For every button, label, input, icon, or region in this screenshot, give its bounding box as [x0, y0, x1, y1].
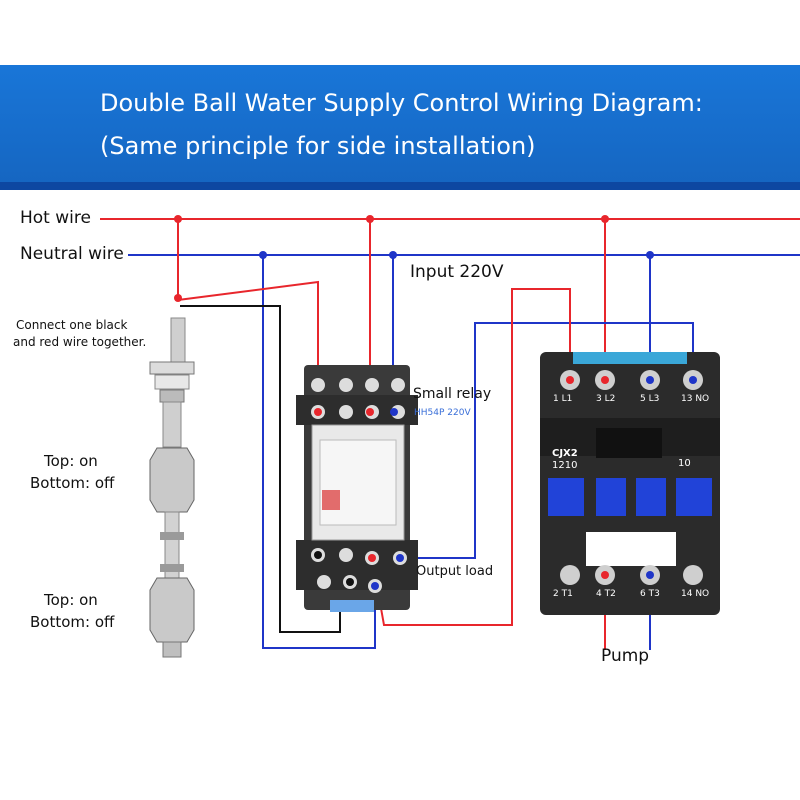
- relay-model-label: HH54P 220V: [414, 408, 471, 418]
- output-neutral-wire: [400, 322, 694, 559]
- relay-terminal-dots: [314, 408, 404, 590]
- float-red-wire: [177, 280, 319, 412]
- contactor-top-terminal: 1 L1: [553, 394, 573, 404]
- neutral-drop-relay: [262, 255, 376, 649]
- hot-wire-label: Hot wire: [20, 208, 91, 228]
- relay-terminals: [311, 378, 407, 593]
- neutral-wire-label: Neutral wire: [20, 244, 124, 264]
- contactor-bottom-terminal: 4 T2: [596, 589, 616, 599]
- contactor-bottom-terminal: 2 T1: [553, 589, 573, 599]
- contactor-bottom-terminal: 6 T3: [640, 589, 660, 599]
- connect-note-line1: Connect one black: [16, 318, 128, 332]
- diagram-title: Double Ball Water Supply Control Wiring …: [100, 89, 703, 117]
- output-load-label: Output load: [416, 564, 494, 579]
- contactor-top-terminal: 3 L2: [596, 394, 616, 404]
- connect-note-line2: and red wire together.: [13, 335, 147, 349]
- junction-dots: [174, 215, 654, 302]
- header-banner: [0, 65, 800, 190]
- contactor-top-terminal: 13 NO: [681, 394, 710, 404]
- output-hot-wire: [371, 288, 571, 626]
- float1-bottom-state: Bottom: off: [30, 474, 115, 492]
- float2-top-state: Top: on: [44, 591, 98, 609]
- contactor-bottom-terminal: 14 NO: [681, 589, 710, 599]
- contactor-aux-number: 10: [678, 458, 691, 469]
- contactor-model-line1: CJX2: [552, 448, 578, 459]
- contactor-top-terminal: 5 L3: [640, 394, 660, 404]
- float1-top-state: Top: on: [44, 452, 98, 470]
- header-banner-edge: [0, 182, 800, 190]
- diagram-subtitle: (Same principle for side installation): [100, 132, 536, 160]
- contactor-body: [540, 352, 720, 615]
- contactor-model-line2: 1210: [552, 460, 578, 471]
- small-relay-base: [296, 365, 418, 612]
- float-switch: [149, 317, 195, 658]
- small-relay-label: Small relay: [413, 386, 492, 402]
- pump-label: Pump: [601, 646, 650, 666]
- float2-bottom-state: Bottom: off: [30, 613, 115, 631]
- contactor-terminals: [560, 370, 703, 585]
- input-voltage-label: Input 220V: [410, 262, 504, 282]
